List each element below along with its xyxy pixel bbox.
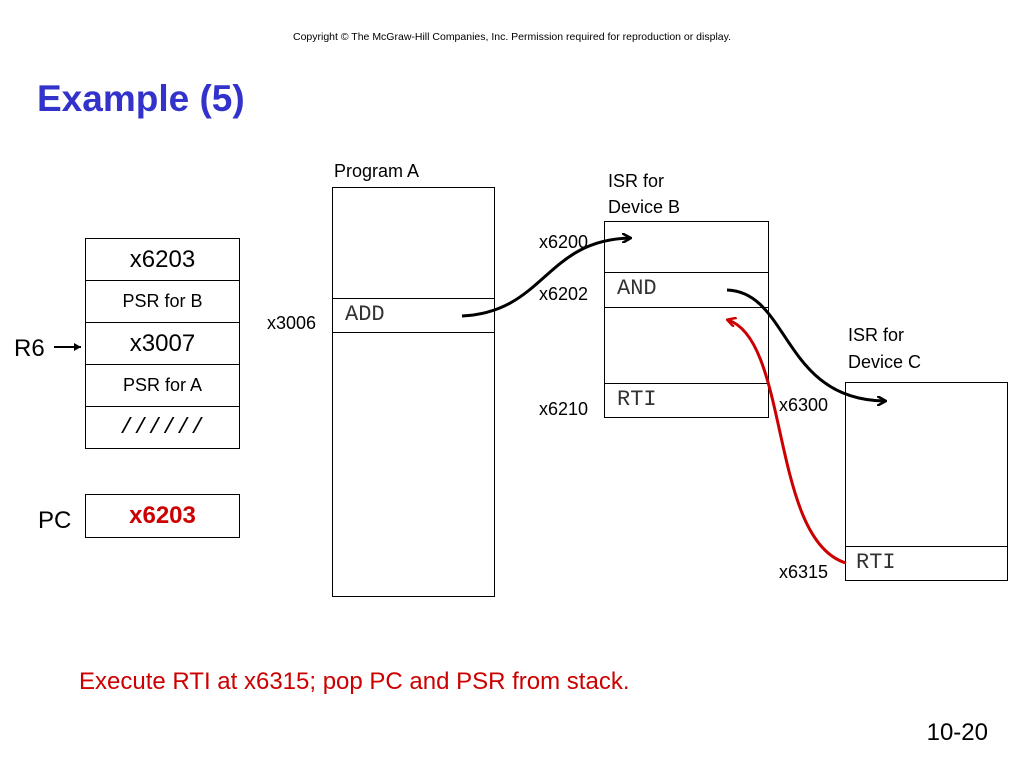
interrupt-arrow-a-to-b: [461, 238, 630, 318]
page-number: 10-20: [926, 719, 988, 746]
stack-cell-pc-b: x6203: [86, 239, 239, 281]
isr-b-rti-instr: RTI: [617, 387, 657, 412]
slide-caption: Execute RTI at x6315; pop PC and PSR fro…: [79, 668, 630, 695]
stack-cell-psr-a: PSR for A: [86, 365, 239, 407]
program-a-header: Program A: [334, 161, 420, 181]
isr-c-rti-cell: RTI: [845, 546, 1008, 581]
isr-b-addr-rti: x6210: [539, 399, 589, 419]
isr-b-addr-and: x6202: [539, 284, 589, 304]
stack-cell-psr-b: PSR for B: [86, 281, 239, 323]
program-a-add-cell: ADD: [332, 298, 495, 333]
isr-b-rti-cell: RTI: [604, 383, 769, 418]
program-a-add-instr: ADD: [345, 302, 385, 327]
isr-b-addr-start: x6200: [539, 232, 589, 252]
isr-b-and-instr: AND: [617, 276, 657, 301]
stack-cell-pc-a: x3007: [86, 323, 239, 365]
slide-title: Example (5): [37, 78, 245, 119]
program-a-addr: x3006: [267, 313, 317, 333]
isr-c-header-line1: ISR for: [848, 325, 905, 345]
isr-c-header-line2: Device C: [848, 352, 922, 372]
return-arrow-c-to-b: [728, 320, 847, 565]
interrupt-arrow-b-to-c: [726, 288, 885, 401]
stack-cell-bottom: //////: [119, 415, 206, 440]
stack-box: x6203 PSR for B x3007 PSR for A //////: [85, 238, 240, 449]
pc-value-box: x6203: [85, 494, 240, 538]
pc-label: PC: [38, 507, 72, 534]
isr-b-header-line2: Device B: [608, 197, 681, 217]
isr-b-header-line1: ISR for: [608, 171, 665, 191]
isr-c-addr-rti: x6315: [779, 562, 829, 582]
isr-c-addr-start: x6300: [779, 395, 829, 415]
copyright-notice: Copyright © The McGraw-Hill Companies, I…: [292, 31, 732, 43]
r6-label: R6: [14, 335, 45, 362]
isr-c-rti-instr: RTI: [856, 550, 896, 575]
isr-b-and-cell: AND: [604, 272, 769, 308]
program-a-box: [332, 187, 495, 597]
